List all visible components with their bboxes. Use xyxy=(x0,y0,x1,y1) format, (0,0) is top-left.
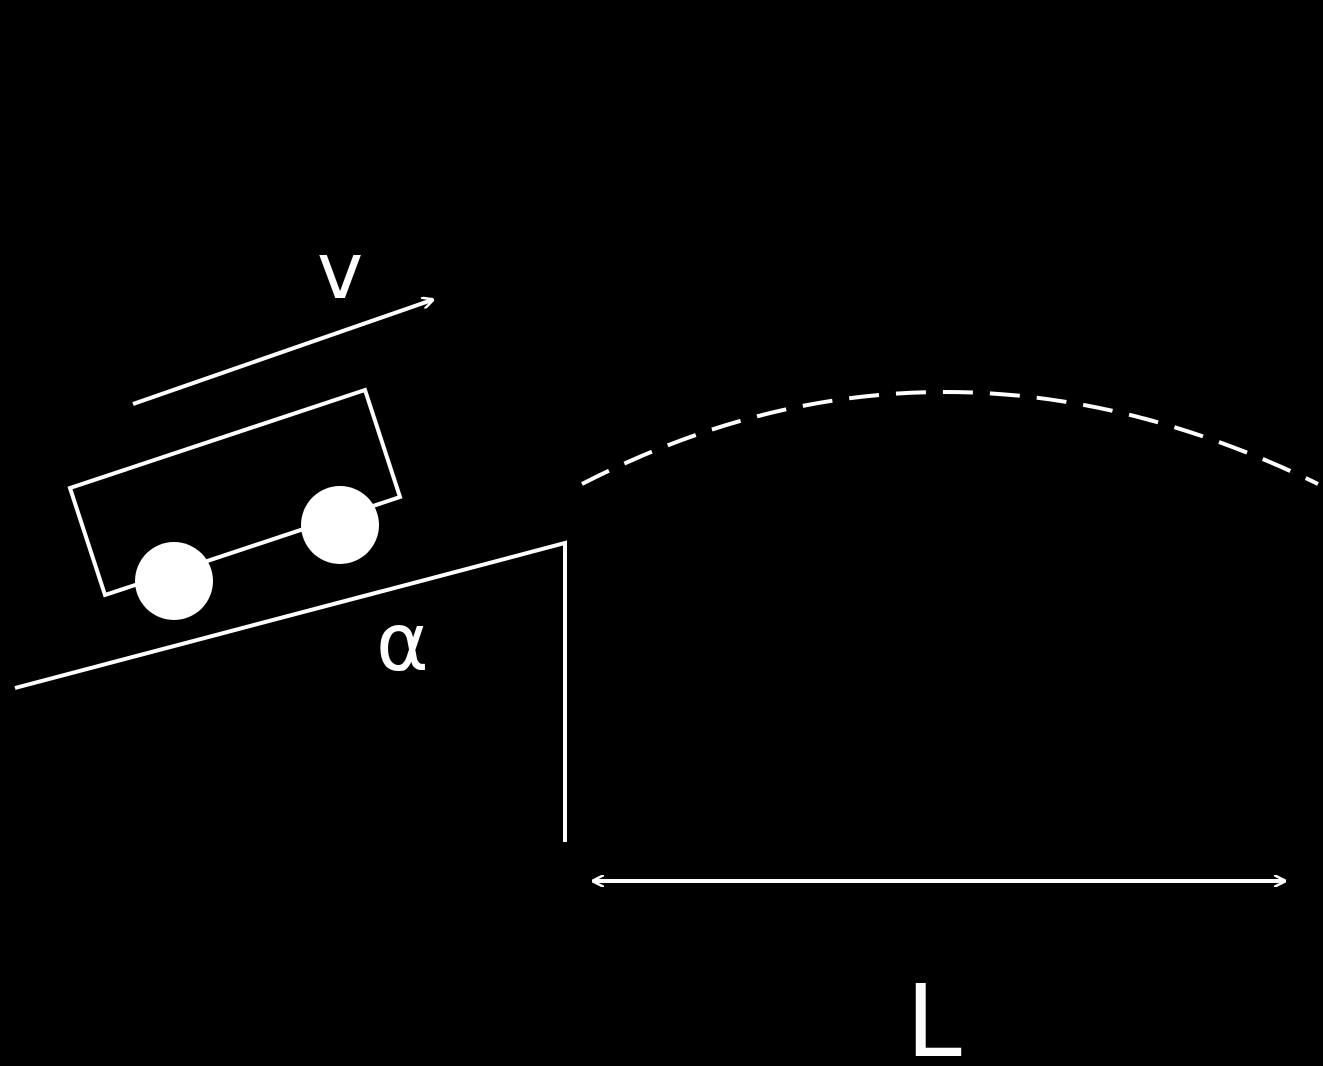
angle-label: α xyxy=(376,596,429,689)
cart-wheel-front xyxy=(301,486,379,564)
ramp xyxy=(14,540,567,842)
distance-label: L xyxy=(906,963,962,1066)
cart-wheel-rear xyxy=(135,542,213,620)
cart-body xyxy=(67,387,403,598)
velocity-label: v xyxy=(317,227,363,317)
trajectory-path xyxy=(581,390,1319,486)
velocity-arrow xyxy=(132,300,432,406)
